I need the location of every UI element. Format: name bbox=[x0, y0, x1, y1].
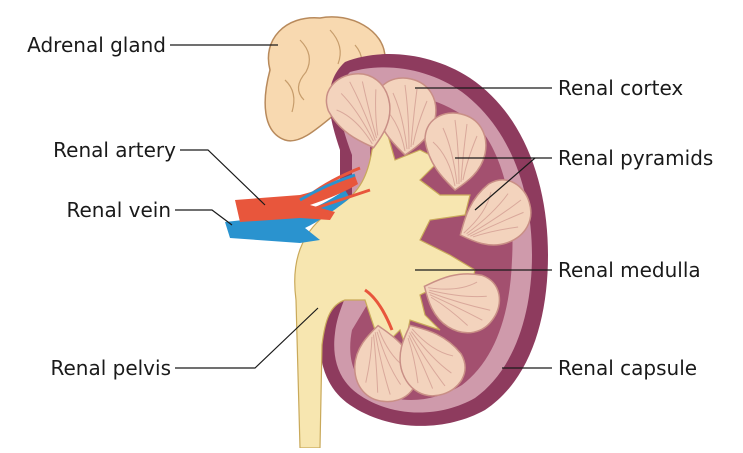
label-renal-capsule: Renal capsule bbox=[558, 356, 697, 380]
label-renal-artery: Renal artery bbox=[53, 138, 176, 162]
leader-line bbox=[180, 150, 265, 205]
leader-line bbox=[175, 210, 232, 225]
label-renal-pyramids: Renal pyramids bbox=[558, 146, 713, 170]
label-renal-vein: Renal vein bbox=[66, 198, 171, 222]
label-renal-medulla: Renal medulla bbox=[558, 258, 701, 282]
label-renal-pelvis: Renal pelvis bbox=[50, 356, 171, 380]
label-adrenal-gland: Adrenal gland bbox=[27, 33, 166, 57]
label-renal-cortex: Renal cortex bbox=[558, 76, 683, 100]
